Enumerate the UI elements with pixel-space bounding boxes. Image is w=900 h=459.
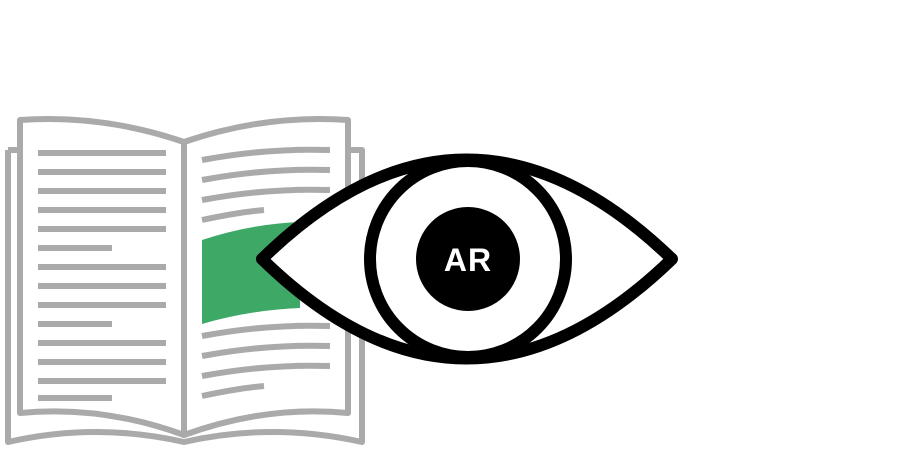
book-text-lines-right [201,146,331,399]
pupil-label: AR [443,241,493,278]
open-book-icon [5,115,365,445]
book-text-lines-left [38,150,166,401]
eye-icon [256,153,678,365]
pupil [416,207,520,311]
